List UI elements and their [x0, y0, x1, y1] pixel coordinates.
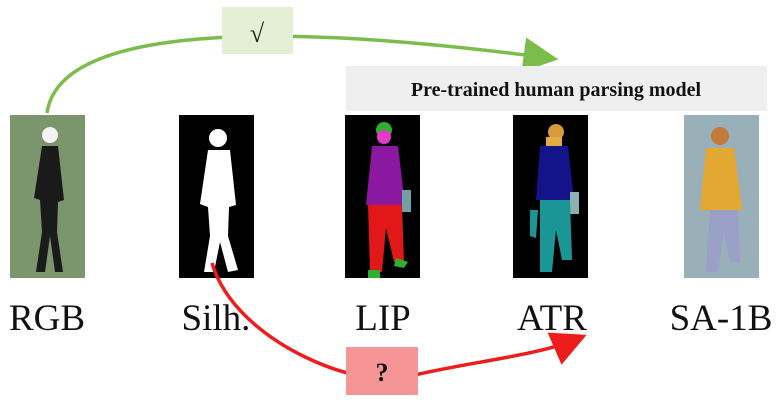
caption-lip: LIP: [355, 298, 411, 339]
lip-image: [345, 115, 420, 278]
atr-image: [513, 115, 588, 278]
model-box-label: Pre-trained human parsing model: [411, 79, 702, 101]
checkmark-icon: √: [250, 19, 265, 48]
check-box: [222, 7, 293, 54]
green-arrow: [45, 34, 559, 114]
caption-silh: Silh.: [182, 298, 251, 339]
silhouette-image: [179, 115, 254, 278]
question-box: [346, 347, 418, 395]
sa1b-image: [684, 115, 759, 278]
caption-atr: ATR: [517, 298, 587, 339]
rgb-image: [10, 115, 85, 278]
question-icon: ?: [376, 358, 389, 387]
model-box: [346, 66, 767, 111]
caption-sa1b: SA-1B: [670, 298, 773, 339]
caption-rgb: RGB: [9, 298, 85, 339]
